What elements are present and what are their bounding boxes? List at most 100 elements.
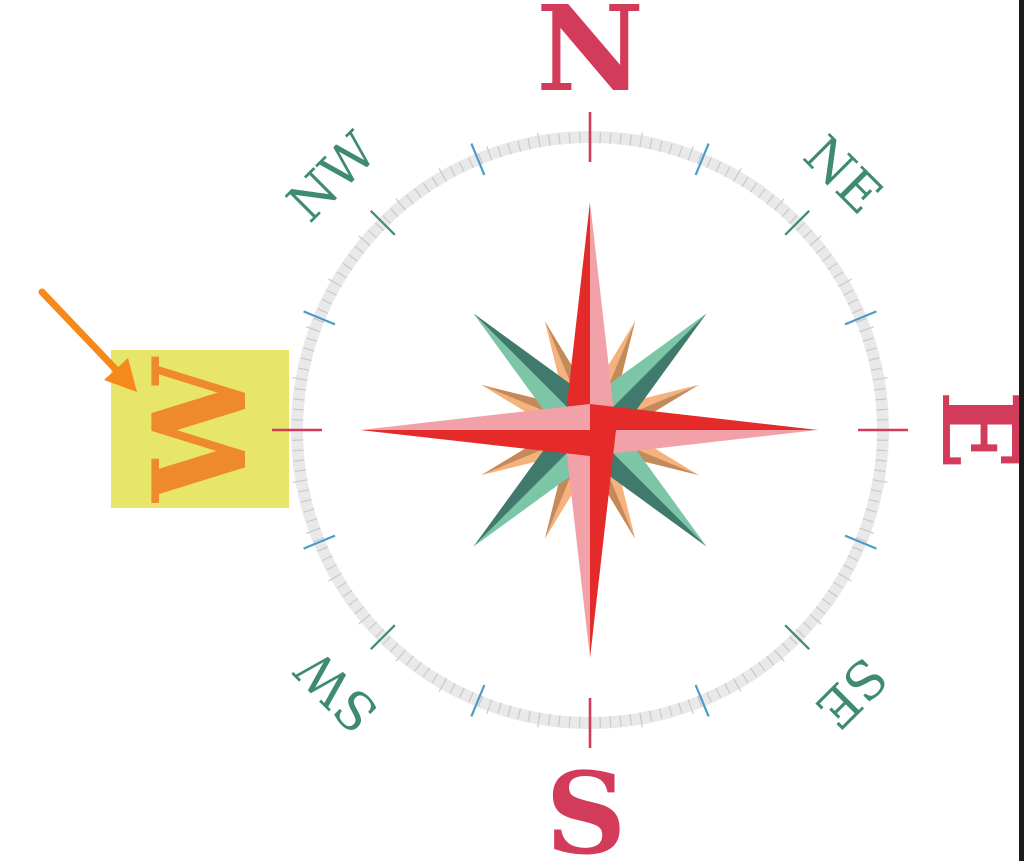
dial-minor-tick xyxy=(348,598,359,606)
dial-minor-tick xyxy=(809,235,822,246)
dial-minor-tick xyxy=(303,347,315,352)
compass-star xyxy=(360,202,818,658)
dial-minor-tick xyxy=(649,138,653,150)
dial-minor-tick xyxy=(294,387,306,391)
northeast-label: NE xyxy=(792,125,893,226)
dial-minor-tick xyxy=(821,598,832,606)
dial-minor-tick xyxy=(687,699,694,714)
dial-minor-tick xyxy=(326,289,337,296)
dial-minor-tick xyxy=(382,636,392,645)
dial-minor-tick xyxy=(749,667,758,678)
dial-major-tick xyxy=(694,684,710,717)
star-east-point-half-b xyxy=(590,430,818,456)
star-south-point-half-b xyxy=(564,430,590,658)
dial-minor-tick xyxy=(298,489,310,493)
dial-minor-tick xyxy=(696,695,703,707)
dial-minor-tick xyxy=(486,146,493,161)
dial-minor-tick xyxy=(758,188,766,199)
dial-minor-tick xyxy=(774,198,785,211)
dial-minor-tick xyxy=(732,678,742,692)
dial-minor-tick xyxy=(431,673,439,684)
star-north-point-half-a xyxy=(564,202,590,430)
dial-minor-tick xyxy=(865,347,877,352)
dial-minor-tick xyxy=(843,564,854,571)
dial-minor-tick xyxy=(872,479,888,484)
dial-major-tick xyxy=(303,310,336,326)
dial-minor-tick xyxy=(313,317,325,324)
northwest-label: NW xyxy=(276,121,389,234)
dial-minor-tick xyxy=(687,146,694,161)
dial-minor-tick xyxy=(306,527,321,534)
dial-minor-tick xyxy=(847,555,859,562)
dial-minor-tick xyxy=(855,317,867,324)
dial-minor-tick xyxy=(292,408,304,411)
dial-minor-tick xyxy=(321,298,333,305)
dial-minor-tick xyxy=(449,166,456,177)
east-label: E xyxy=(918,390,1024,469)
dial-minor-tick xyxy=(300,498,312,503)
dial-minor-tick xyxy=(851,308,863,314)
dial-minor-tick xyxy=(438,168,448,182)
dial-minor-tick xyxy=(619,133,622,145)
dial-minor-tick xyxy=(536,132,541,148)
dial-minor-tick xyxy=(827,589,838,598)
dial-minor-tick xyxy=(517,140,522,152)
dial-minor-tick xyxy=(354,606,365,614)
dial-minor-tick xyxy=(568,132,571,144)
arrow-shaft xyxy=(38,288,128,382)
dial-major-tick xyxy=(370,210,396,236)
dial-minor-tick xyxy=(668,705,673,717)
dial-minor-tick xyxy=(422,182,431,193)
dial-minor-tick xyxy=(358,235,371,246)
dial-minor-tick xyxy=(527,710,531,722)
star-west-point-half-a xyxy=(360,430,590,456)
dial-minor-tick xyxy=(862,337,874,342)
dial-minor-tick xyxy=(766,194,774,205)
dial-minor-tick xyxy=(382,215,392,224)
dial-minor-tick xyxy=(715,687,722,699)
dial-minor-tick xyxy=(458,161,465,173)
dial-minor-tick xyxy=(758,661,766,672)
dial-minor-tick xyxy=(336,271,347,279)
dial-minor-tick xyxy=(507,705,512,717)
dial-minor-tick xyxy=(838,572,852,582)
dial-minor-tick xyxy=(375,222,384,232)
dial-minor-tick xyxy=(862,518,874,523)
southwest-label: SW xyxy=(284,637,390,743)
dial-major-tick xyxy=(844,534,877,550)
dial-minor-tick xyxy=(724,166,731,177)
dial-minor-tick xyxy=(458,687,465,699)
dial-minor-tick xyxy=(658,140,663,152)
dial-major-tick xyxy=(784,210,810,236)
dial-minor-tick xyxy=(876,449,888,452)
dial-minor-tick xyxy=(438,678,448,692)
dial-minor-tick xyxy=(313,536,325,543)
dial-minor-tick xyxy=(741,673,749,684)
dial-minor-tick xyxy=(497,146,502,158)
dial-minor-tick xyxy=(678,146,683,158)
dial-minor-tick xyxy=(390,642,399,652)
dial-minor-tick xyxy=(477,695,484,707)
star-west-point-half-b xyxy=(360,404,590,430)
dial-major-tick xyxy=(470,143,486,176)
dial-minor-tick xyxy=(558,133,561,145)
dial-minor-tick xyxy=(876,408,888,411)
arrow-head xyxy=(104,358,137,392)
dial-major-tick xyxy=(694,143,710,176)
dial-minor-tick xyxy=(766,655,774,666)
dial-minor-tick xyxy=(298,367,310,371)
dial-minor-tick xyxy=(833,581,844,589)
west-label: W xyxy=(126,356,276,504)
dial-minor-tick xyxy=(827,262,838,271)
dial-minor-tick xyxy=(328,572,342,582)
dial-minor-tick xyxy=(629,134,633,146)
dial-minor-tick xyxy=(342,262,353,271)
dial-minor-tick xyxy=(838,278,852,288)
dial-minor-tick xyxy=(724,683,731,694)
star-north-point-half-b xyxy=(590,202,616,430)
dial-minor-tick xyxy=(774,649,785,662)
dial-minor-tick xyxy=(294,469,306,473)
dial-minor-tick xyxy=(609,716,612,728)
dial-minor-tick xyxy=(292,479,308,484)
